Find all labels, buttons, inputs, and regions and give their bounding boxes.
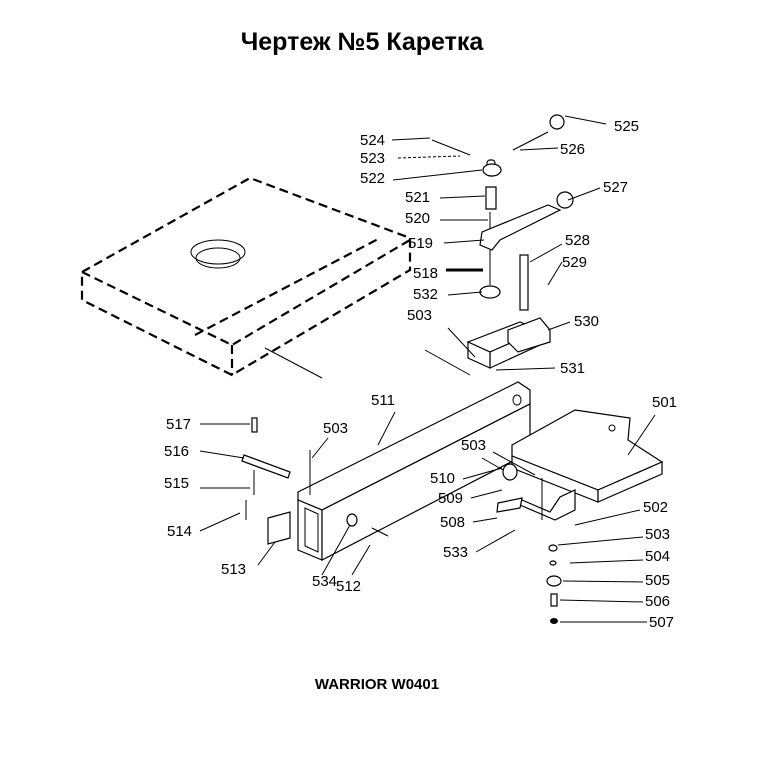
part-label-524: 524 (360, 132, 385, 149)
part-label-503: 503 (461, 437, 486, 454)
part-label-527: 527 (603, 179, 628, 196)
leader-line (447, 291, 483, 296)
part-label-512: 512 (336, 578, 361, 595)
part-label-520: 520 (405, 210, 430, 227)
leader-line (472, 517, 498, 523)
part-label-506: 506 (645, 593, 670, 610)
part-label-502: 502 (643, 499, 668, 516)
part-label-525: 525 (614, 118, 639, 135)
part-label-510: 510 (430, 470, 455, 487)
part-label-523: 523 (360, 150, 385, 167)
leader-line (559, 599, 644, 603)
leader-line (199, 450, 245, 459)
leader-line (495, 367, 556, 371)
part-label-521: 521 (405, 189, 430, 206)
leader-line (199, 512, 241, 532)
leader-line (574, 509, 641, 526)
leader-line (519, 147, 559, 151)
leader-line (443, 239, 485, 244)
leader-line (529, 243, 563, 263)
part-label-533: 533 (443, 544, 468, 561)
leader-line (627, 414, 656, 456)
drawing-title: Чертеж №5 Каретка (240, 28, 484, 56)
part-label-531: 531 (560, 360, 585, 377)
part-label-505: 505 (645, 572, 670, 589)
leader-line (392, 169, 483, 181)
part-label-501: 501 (652, 394, 677, 411)
leader-line (391, 137, 431, 141)
part-label-529: 529 (562, 254, 587, 271)
model-caption: WARRIOR W0401 (314, 676, 440, 693)
leader-line (321, 524, 351, 576)
part-label-507: 507 (649, 614, 674, 631)
mount-plate (511, 409, 664, 521)
part-label-503: 503 (323, 420, 348, 437)
table-top (80, 176, 412, 379)
leader-line (397, 155, 461, 159)
leader-line (564, 115, 607, 125)
part-label-530: 530 (574, 313, 599, 330)
leader-line (567, 187, 601, 201)
leader-line (470, 489, 503, 499)
part-label-516: 516 (164, 443, 189, 460)
spindle-assembly (431, 114, 574, 353)
leader-line (377, 411, 396, 446)
part-label-513: 513 (221, 561, 246, 578)
part-label-528: 528 (565, 232, 590, 249)
leader-line (311, 437, 329, 459)
part-label-511: 511 (371, 392, 395, 409)
leader-line (569, 559, 644, 564)
part-label-519: 519 (408, 235, 433, 252)
leader-line (492, 451, 536, 476)
part-label-532: 532 (413, 286, 438, 303)
part-label-503: 503 (645, 526, 670, 543)
part-label-509: 509 (438, 490, 463, 507)
leader-line (557, 536, 644, 546)
part-label-503: 503 (407, 307, 432, 324)
leader-line (439, 195, 486, 199)
leader-line (547, 321, 571, 331)
leader-line (462, 467, 503, 480)
leader-line (547, 261, 563, 286)
part-label-518: 518 (413, 265, 438, 282)
part-label-517: 517 (166, 416, 191, 433)
part-label-515: 515 (164, 475, 189, 492)
carriage-arm (297, 381, 531, 561)
part-label-508: 508 (440, 514, 465, 531)
part-label-526: 526 (560, 141, 585, 158)
part-label-522: 522 (360, 170, 385, 187)
leader-line (351, 544, 371, 576)
hardware-parts (241, 417, 562, 624)
part-label-534: 534 (312, 573, 337, 590)
leader-line (257, 541, 276, 566)
leader-line (447, 327, 476, 358)
leader-line (475, 529, 516, 553)
part-label-514: 514 (167, 523, 192, 540)
leader-line (562, 580, 644, 583)
part-label-504: 504 (645, 548, 670, 565)
